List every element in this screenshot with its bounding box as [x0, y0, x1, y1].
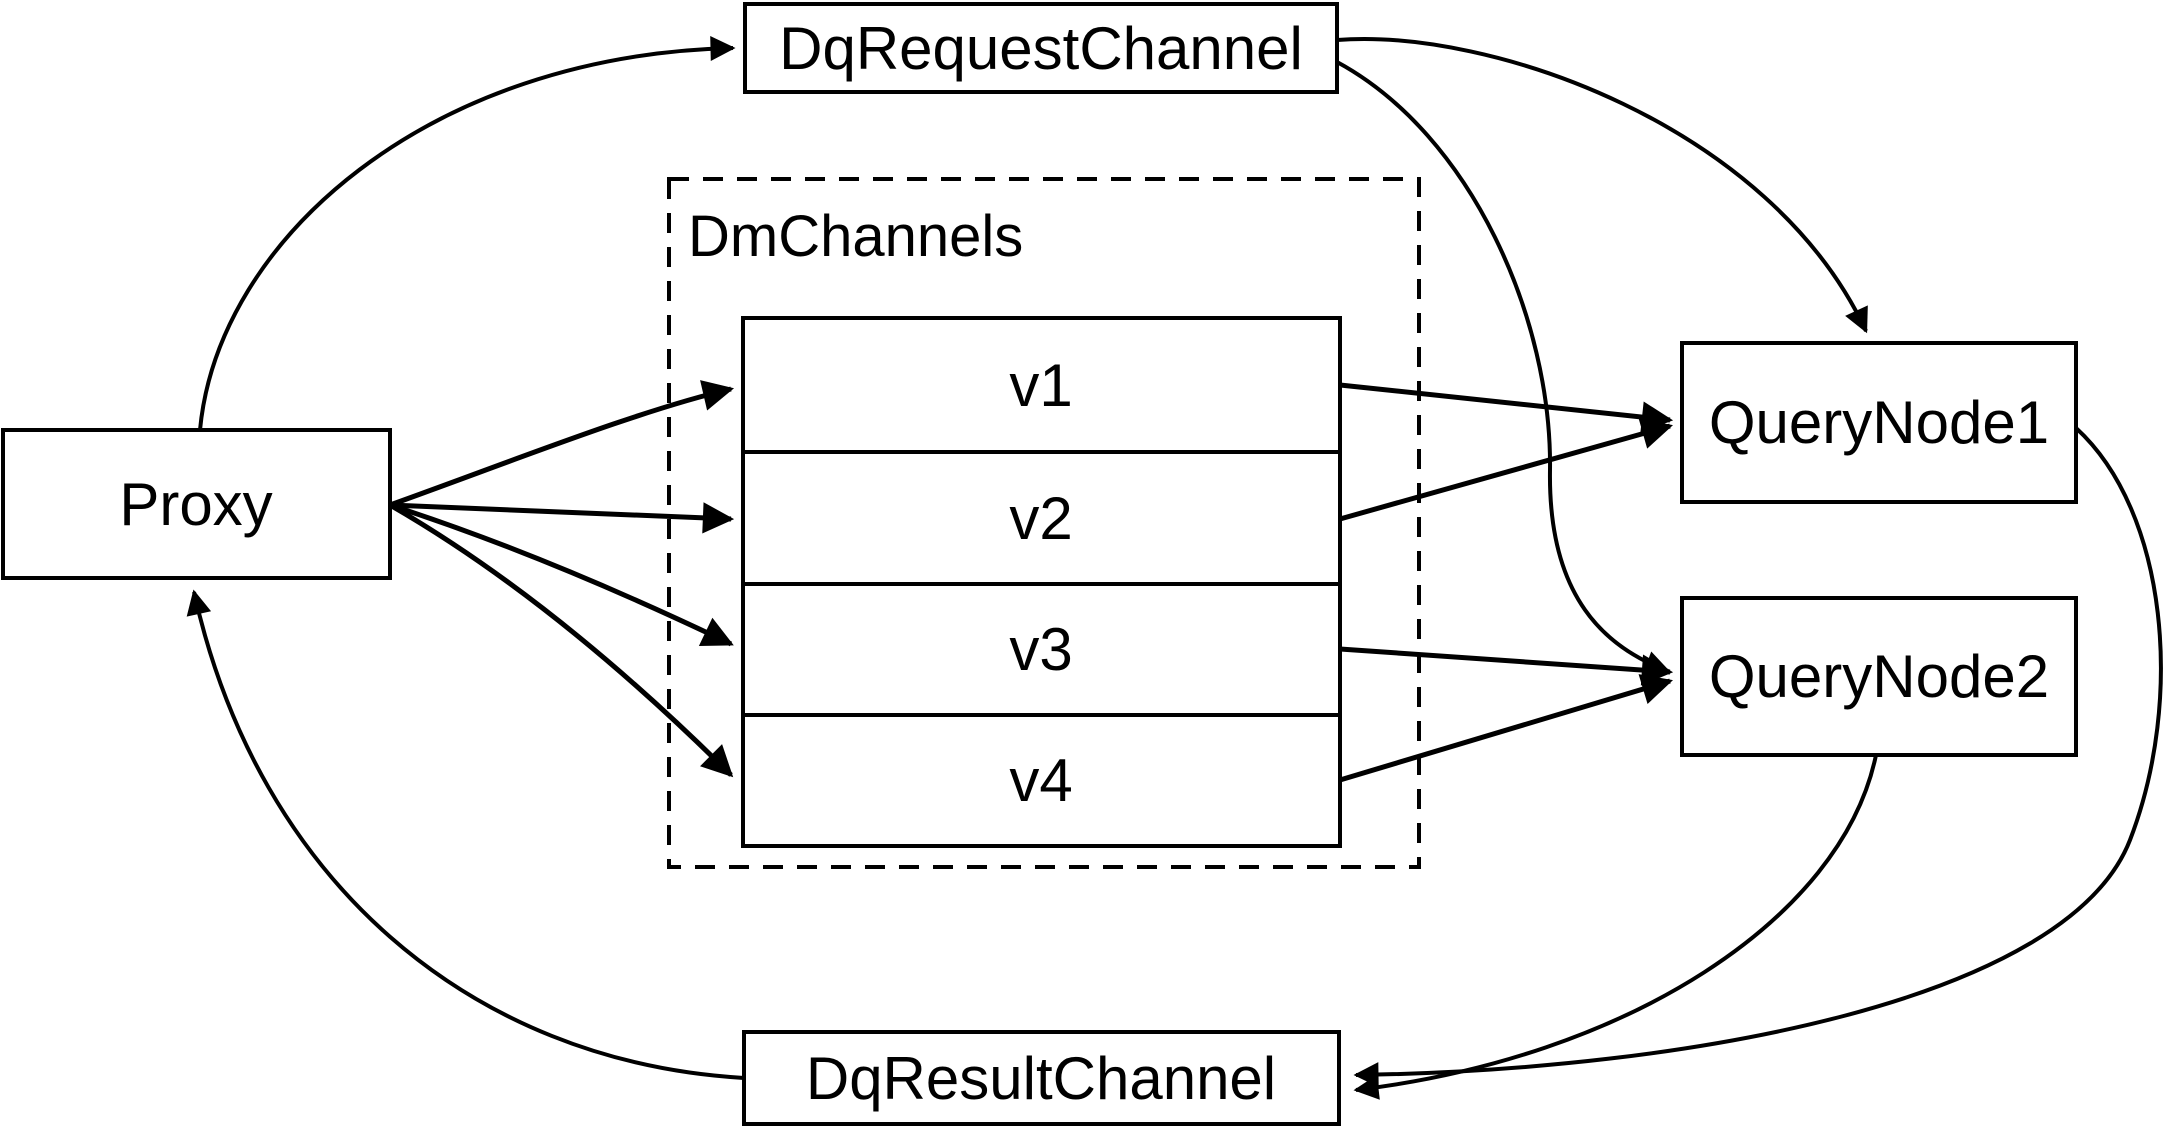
proxy-label: Proxy — [119, 471, 272, 538]
edge-querynode1-to-dqresultchannel — [1353, 426, 2163, 1088]
node-dq-result-channel: DqResultChannel — [742, 1030, 1341, 1126]
node-query-node-2: QueryNode2 — [1680, 596, 2078, 757]
dq-request-channel-label: DqRequestChannel — [779, 15, 1303, 82]
edge-proxy-to-v1 — [389, 380, 735, 508]
query-node-1-label: QueryNode1 — [1709, 389, 2049, 456]
channel-v3-label: v3 — [1009, 616, 1072, 683]
query-node-2-label: QueryNode2 — [1709, 643, 2049, 710]
dm-channels-group-label: DmChannels — [688, 204, 1023, 269]
edge-querynode2-to-dqresultchannel — [1353, 754, 1878, 1100]
edge-v4-to-querynode2 — [1339, 674, 1673, 783]
edge-v3-to-querynode2 — [1339, 646, 1674, 686]
edge-v1-to-querynode1 — [1339, 382, 1674, 433]
edge-v2-to-querynode1 — [1339, 418, 1674, 522]
proxy-box — [1, 428, 392, 580]
node-query-node-1: QueryNode1 — [1680, 341, 2078, 504]
edge-proxy-to-v3 — [389, 502, 734, 647]
edge-dqrequestchannel-to-querynode2 — [1336, 60, 1671, 675]
node-dq-request-channel: DqRequestChannel — [743, 2, 1339, 94]
query-node-2-box — [1680, 596, 2078, 757]
channel-v4-label: v4 — [1009, 747, 1072, 814]
dq-result-channel-label: DqResultChannel — [806, 1045, 1276, 1112]
edge-dqrequestchannel-to-querynode1 — [1336, 37, 1868, 334]
dm-channels-group-box — [667, 177, 1421, 869]
edge-dqresultchannel-to-proxy — [186, 589, 745, 1080]
query-node-1-box — [1680, 341, 2078, 504]
edge-proxy-to-v4 — [388, 502, 734, 778]
edge-proxy-to-dqrequestchannel — [198, 36, 736, 431]
channel-v2-label: v2 — [1009, 485, 1072, 552]
channel-v1-label: v1 — [1009, 352, 1072, 419]
node-proxy: Proxy — [1, 428, 392, 580]
edge-proxy-to-v2 — [389, 502, 735, 534]
dq-request-channel-box — [743, 2, 1339, 94]
dq-result-channel-box — [742, 1030, 1341, 1126]
